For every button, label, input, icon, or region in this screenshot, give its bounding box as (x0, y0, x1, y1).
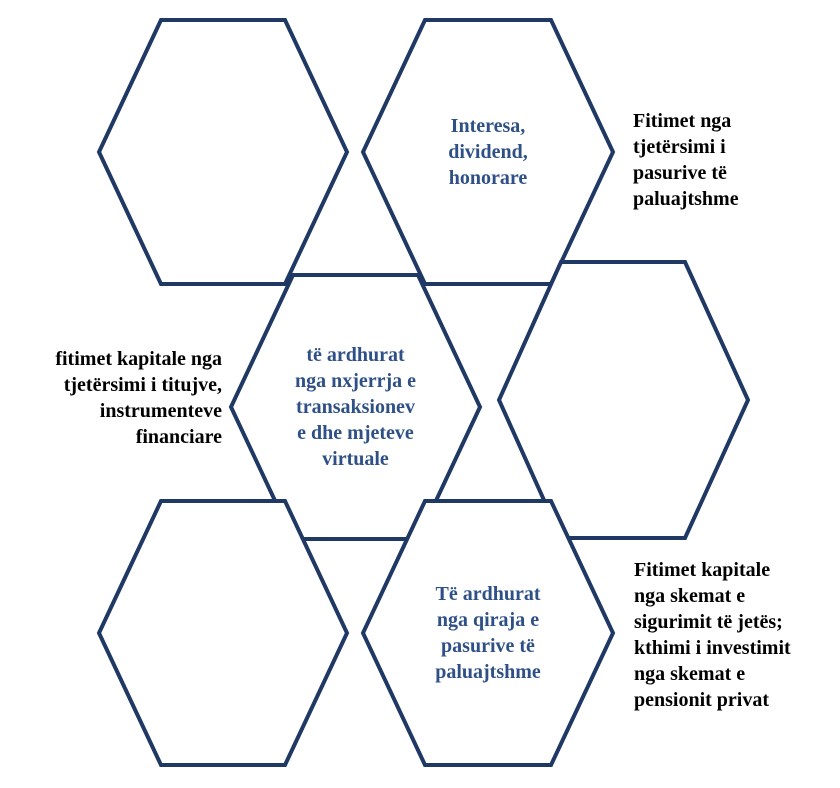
hexagon-middle-right-text (515, 320, 731, 480)
hexagon-bottom-left (96, 499, 350, 767)
hexagon-top-left-text (115, 60, 331, 244)
hexagon-bottom-right (360, 499, 616, 767)
hexagon-bottom-right-text: Të ardhurat nga qiraja e pasurive të pal… (435, 583, 541, 683)
hexagon-middle-right (496, 260, 751, 540)
hexagon-middle-left-text: të ardhurat nga nxjerrja e transaksionev… (294, 344, 417, 470)
hexagon-top-right-text: Interesa, dividend, honorare (448, 115, 528, 189)
label-fitimet-tjetersimi-pasurive: Fitimet nga tjetërsimi i pasurive të pal… (633, 110, 739, 210)
hexagon-bottom-left-text (115, 553, 331, 713)
label-fitimet-kapitale-titujve: fitimet kapitale nga tjetërsimi i titujv… (55, 348, 222, 448)
label-fitimet-kapitale-skemat: Fitimet kapitale nga skemat e sigurimit … (634, 559, 791, 711)
hexagon-top-left (96, 18, 350, 286)
